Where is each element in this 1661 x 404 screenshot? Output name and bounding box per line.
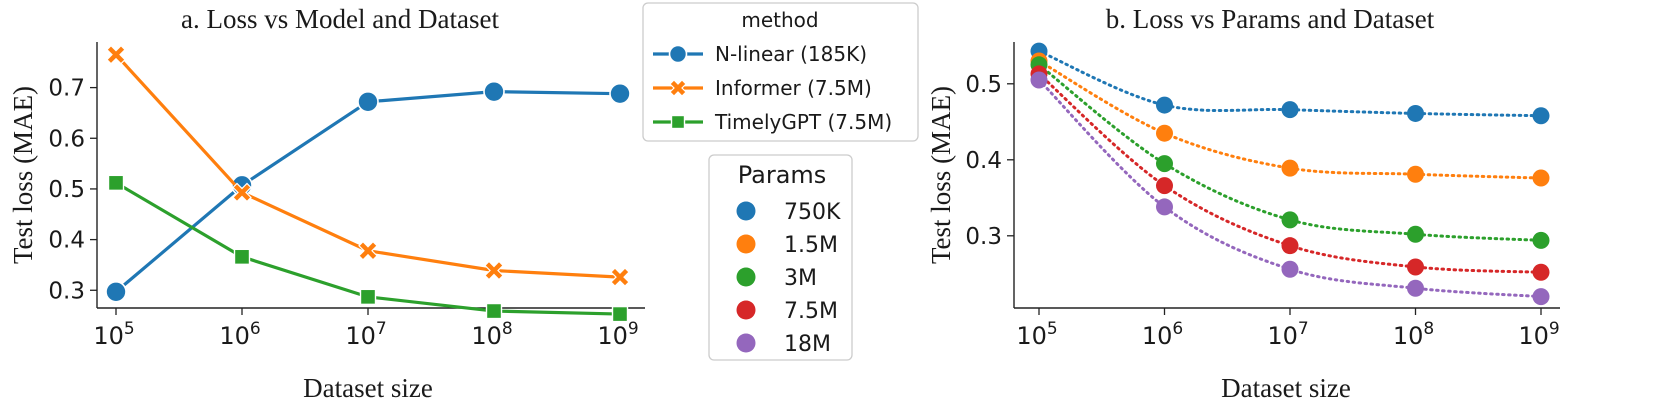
- data-point-1-1: [105, 280, 127, 303]
- params-legend: Params 750K 1.5M 3M 7.5M 18M: [708, 154, 853, 361]
- panel-b-x-tick-label: 107: [1267, 319, 1308, 350]
- params-legend-marker-3: [736, 267, 756, 287]
- params-legend-marker-2: [736, 234, 756, 254]
- data-point-2-1: [106, 44, 126, 65]
- panel-a: a. Loss vs Model and Dataset 0.3 0.4 0.5 0.…: [8, 4, 645, 403]
- data-point-3-5: [611, 305, 629, 323]
- data-point-1-3: [357, 90, 379, 113]
- data-point-5-1: [1030, 71, 1048, 89]
- panel-b-x-tick-label: 106: [1142, 319, 1183, 350]
- data-point-3-5: [1532, 231, 1550, 249]
- params-legend-marker-1: [736, 201, 756, 221]
- panel-a-y-tick-label: 0.5: [48, 177, 85, 203]
- data-point-2-4: [1407, 165, 1424, 183]
- legend-label-1: N-linear (185K): [715, 42, 867, 66]
- legend-label-3: TimelyGPT (7.5M): [714, 110, 892, 134]
- data-point-2-5: [610, 267, 630, 287]
- panel-b-y-tick-label: 0.5: [965, 72, 1002, 98]
- data-point-3-3: [359, 288, 377, 306]
- data-point-3-1: [107, 174, 125, 192]
- panel-a-x-axis-label: Dataset size: [303, 373, 433, 403]
- data-point-2-3: [358, 240, 378, 261]
- data-point-3-3: [1281, 211, 1299, 229]
- data-point-4-4: [1407, 258, 1424, 276]
- params-legend-label-1: 750K: [784, 200, 841, 225]
- panel-b-y-tick-label: 0.4: [965, 148, 1002, 174]
- panel-b-y-tick-label: 0.3: [965, 224, 1002, 250]
- data-point-5-4: [1407, 279, 1424, 297]
- data-point-2-2: [1156, 124, 1173, 142]
- data-point-1-2: [1156, 96, 1173, 114]
- method-legend-title: method: [741, 8, 818, 32]
- panel-a-x-tick-label: 106: [219, 319, 260, 350]
- panel-b-x-tick-label: 108: [1393, 319, 1434, 350]
- panel-a-title: a. Loss vs Model and Dataset: [181, 4, 499, 34]
- panel-a-y-tick-label: 0.3: [48, 278, 85, 304]
- panel-a-x-tick-label: 107: [345, 319, 386, 350]
- params-legend-marker-4: [736, 300, 756, 320]
- data-point-5-3: [1281, 260, 1299, 278]
- data-point-1-4: [483, 80, 505, 103]
- panel-b: b. Loss vs Params and Dataset 0.30.40.5 …: [926, 4, 1560, 403]
- params-legend-marker-5: [736, 333, 756, 353]
- panel-b-x-axis-label: Dataset size: [1221, 373, 1351, 403]
- data-point-3-4: [1407, 225, 1424, 243]
- data-point-2-3: [1281, 159, 1299, 177]
- series-line-1: [114, 90, 621, 294]
- panel-a-y-tick-label: 0.6: [48, 126, 85, 152]
- data-point-1-5: [1532, 107, 1550, 125]
- data-point-5-2: [1156, 198, 1173, 216]
- panel-b-x-tick-label: 109: [1518, 319, 1559, 350]
- series-line-2: [114, 53, 621, 279]
- panel-a-y-tick-label: 0.7: [48, 76, 85, 102]
- panel-a-x-tick-label: 109: [597, 319, 638, 350]
- data-point-4-3: [1281, 237, 1299, 255]
- panel-b-y-axis-label: Test loss (MAE): [926, 86, 956, 264]
- data-point-1-3: [1281, 101, 1299, 119]
- fit-curve-3: [1037, 63, 1543, 242]
- legend-marker-3: [670, 114, 686, 130]
- params-legend-label-3: 3M: [784, 266, 817, 291]
- params-legend-title: Params: [738, 161, 827, 189]
- params-legend-label-2: 1.5M: [784, 233, 838, 258]
- panel-b-x-tick-label: 105: [1016, 319, 1057, 350]
- panel-a-x-tick-label: 108: [471, 319, 512, 350]
- params-legend-label-5: 18M: [784, 332, 831, 357]
- panel-a-y-axis-label: Test loss (MAE): [8, 86, 38, 264]
- panel-a-y-tick-label: 0.4: [48, 228, 85, 254]
- legend-marker-2: [669, 79, 687, 97]
- data-point-1-4: [1407, 104, 1424, 122]
- data-point-1-5: [609, 82, 631, 105]
- data-point-3-2: [233, 248, 251, 266]
- data-point-4-2: [1156, 177, 1173, 195]
- data-point-5-5: [1532, 288, 1550, 306]
- data-point-4-5: [1532, 263, 1550, 281]
- method-legend-box: [642, 2, 919, 142]
- data-point-3-4: [485, 302, 503, 320]
- panel-a-x-tick-label: 105: [93, 319, 134, 350]
- params-legend-label-4: 7.5M: [784, 299, 838, 324]
- data-point-2-5: [1532, 169, 1550, 187]
- data-point-3-2: [1156, 155, 1173, 173]
- panel-b-title: b. Loss vs Params and Dataset: [1106, 4, 1435, 34]
- data-point-2-4: [484, 260, 504, 281]
- legend-marker-1: [668, 44, 688, 64]
- method-legend: method N-linear (185K) Informer (7.5M) Tim…: [642, 2, 919, 142]
- legend-label-2: Informer (7.5M): [715, 76, 872, 100]
- data-point-2-2: [232, 182, 252, 203]
